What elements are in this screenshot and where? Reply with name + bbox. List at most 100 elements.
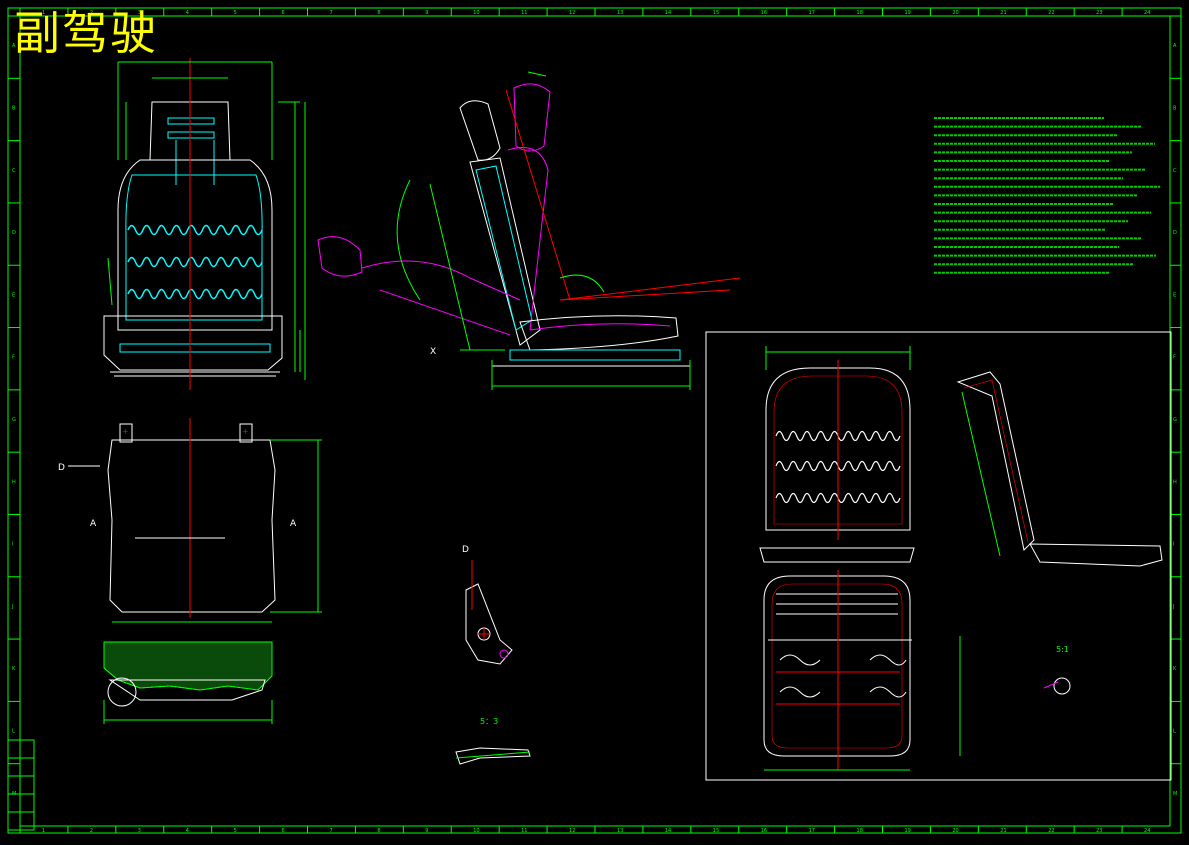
grid-letter-left: C xyxy=(12,168,16,174)
grid-number-top: 8 xyxy=(377,10,380,16)
grid-number-bottom: 24 xyxy=(1144,828,1150,834)
grid-number-top: 7 xyxy=(329,10,332,16)
top-view-dimensions xyxy=(112,439,322,623)
grid-number-bottom: 8 xyxy=(377,828,380,834)
grid-number-top: 2 xyxy=(90,10,93,16)
backrest-side-detail xyxy=(956,371,1163,567)
grid-number-bottom: 10 xyxy=(473,828,479,834)
detail-d-view: D xyxy=(462,545,513,665)
grid-number-top: 4 xyxy=(186,10,189,16)
grid-number-top: 11 xyxy=(521,10,527,16)
grid-number-top: 9 xyxy=(425,10,428,16)
grid-number-top: 20 xyxy=(952,10,958,16)
grid-letter-right: A xyxy=(1173,43,1177,49)
side-headrest-reclined xyxy=(513,83,551,152)
backrest-spring-1 xyxy=(127,224,263,236)
grid-letter-right: K xyxy=(1173,666,1177,672)
frame-detail-box xyxy=(705,331,1172,781)
backrest-outline xyxy=(117,159,273,331)
grid-number-bottom: 20 xyxy=(952,828,958,834)
grid-letter-right: F xyxy=(1173,355,1176,361)
grid-number-top: 16 xyxy=(761,10,767,16)
view-d-label: D xyxy=(58,463,65,473)
grid-letter-left: F xyxy=(12,355,15,361)
technical-notes-block xyxy=(934,117,1160,274)
detail-scale-marker: 5:1 xyxy=(1043,645,1071,695)
top-bracket-right xyxy=(239,423,253,443)
cushion-top-outline xyxy=(107,439,276,613)
grid-number-top: 19 xyxy=(904,10,910,16)
grid-number-bottom: 16 xyxy=(761,828,767,834)
grid-number-bottom: 7 xyxy=(329,828,332,834)
grid-number-bottom: 2 xyxy=(90,828,93,834)
grid-number-bottom: 11 xyxy=(521,828,527,834)
grid-number-top: 17 xyxy=(809,10,815,16)
grid-number-top: 6 xyxy=(282,10,285,16)
grid-number-bottom: 3 xyxy=(138,828,141,834)
cushion-frame-detail xyxy=(763,570,961,771)
grid-number-top: 13 xyxy=(617,10,623,16)
grid-number-top: 21 xyxy=(1000,10,1006,16)
backrest-frame xyxy=(125,174,263,321)
grid-number-top: 1 xyxy=(42,10,45,16)
grid-number-bottom: 14 xyxy=(665,828,671,834)
svg-text:+: + xyxy=(122,427,129,436)
seat-side-view: X xyxy=(317,71,741,390)
grid-number-top: 12 xyxy=(569,10,575,16)
grid-letter-right: I xyxy=(1173,542,1174,548)
grid-number-bottom: 22 xyxy=(1048,828,1054,834)
grid-number-bottom: 21 xyxy=(1000,828,1006,834)
grid-number-bottom: 5 xyxy=(234,828,237,834)
grid-number-bottom: 18 xyxy=(857,828,863,834)
headrest-bar-1 xyxy=(167,117,215,125)
cushion-section-view xyxy=(103,641,273,724)
grid-letter-right: H xyxy=(1173,479,1177,485)
grid-letter-right: B xyxy=(1173,105,1177,111)
grid-number-bottom: 1 xyxy=(42,828,45,834)
grid-letter-left: J xyxy=(11,604,13,610)
grid-letter-right: C xyxy=(1173,168,1177,174)
side-cushion xyxy=(519,315,679,351)
grid-letter-right: J xyxy=(1172,604,1174,610)
detail-scale-label-2: 5：3 xyxy=(480,717,498,726)
grid-number-bottom: 4 xyxy=(186,828,189,834)
grid-letter-left: A xyxy=(12,43,16,49)
seat-front-view xyxy=(103,58,306,390)
arrow-a-left: A xyxy=(90,519,97,529)
grid-number-top: 15 xyxy=(713,10,719,16)
grid-letter-right: E xyxy=(1173,292,1176,298)
side-rail xyxy=(509,349,681,361)
svg-text:+: + xyxy=(242,427,249,436)
backrest-spring-2 xyxy=(127,256,263,268)
side-headrest-flat xyxy=(317,236,363,277)
headrest-bar-2 xyxy=(167,131,215,139)
grid-letter-left: L xyxy=(12,729,15,735)
grid-letter-left: E xyxy=(12,292,15,298)
grid-letter-left: B xyxy=(12,105,16,111)
grid-number-top: 14 xyxy=(665,10,671,16)
grid-number-top: 22 xyxy=(1048,10,1054,16)
grid-letter-right: D xyxy=(1173,230,1177,236)
grid-letter-right: L xyxy=(1173,729,1176,735)
detail-d-label: D xyxy=(462,545,469,555)
title-block xyxy=(7,739,35,831)
side-backrest xyxy=(469,157,541,346)
front-view-dimensions xyxy=(107,61,306,380)
top-bracket-left xyxy=(119,423,133,443)
grid-number-bottom: 19 xyxy=(904,828,910,834)
grid-number-top: 3 xyxy=(138,10,141,16)
grid-letter-left: I xyxy=(12,542,13,548)
grid-number-bottom: 13 xyxy=(617,828,623,834)
grid-letter-right: M xyxy=(1173,791,1177,797)
backrest-spring-3 xyxy=(127,288,263,300)
seat-rail xyxy=(119,343,271,353)
grid-letter-left: G xyxy=(12,417,16,423)
grid-number-bottom: 15 xyxy=(713,828,719,834)
backrest-frame-detail xyxy=(759,346,915,563)
grid-number-top: 5 xyxy=(234,10,237,16)
side-view-dimensions xyxy=(429,71,691,390)
